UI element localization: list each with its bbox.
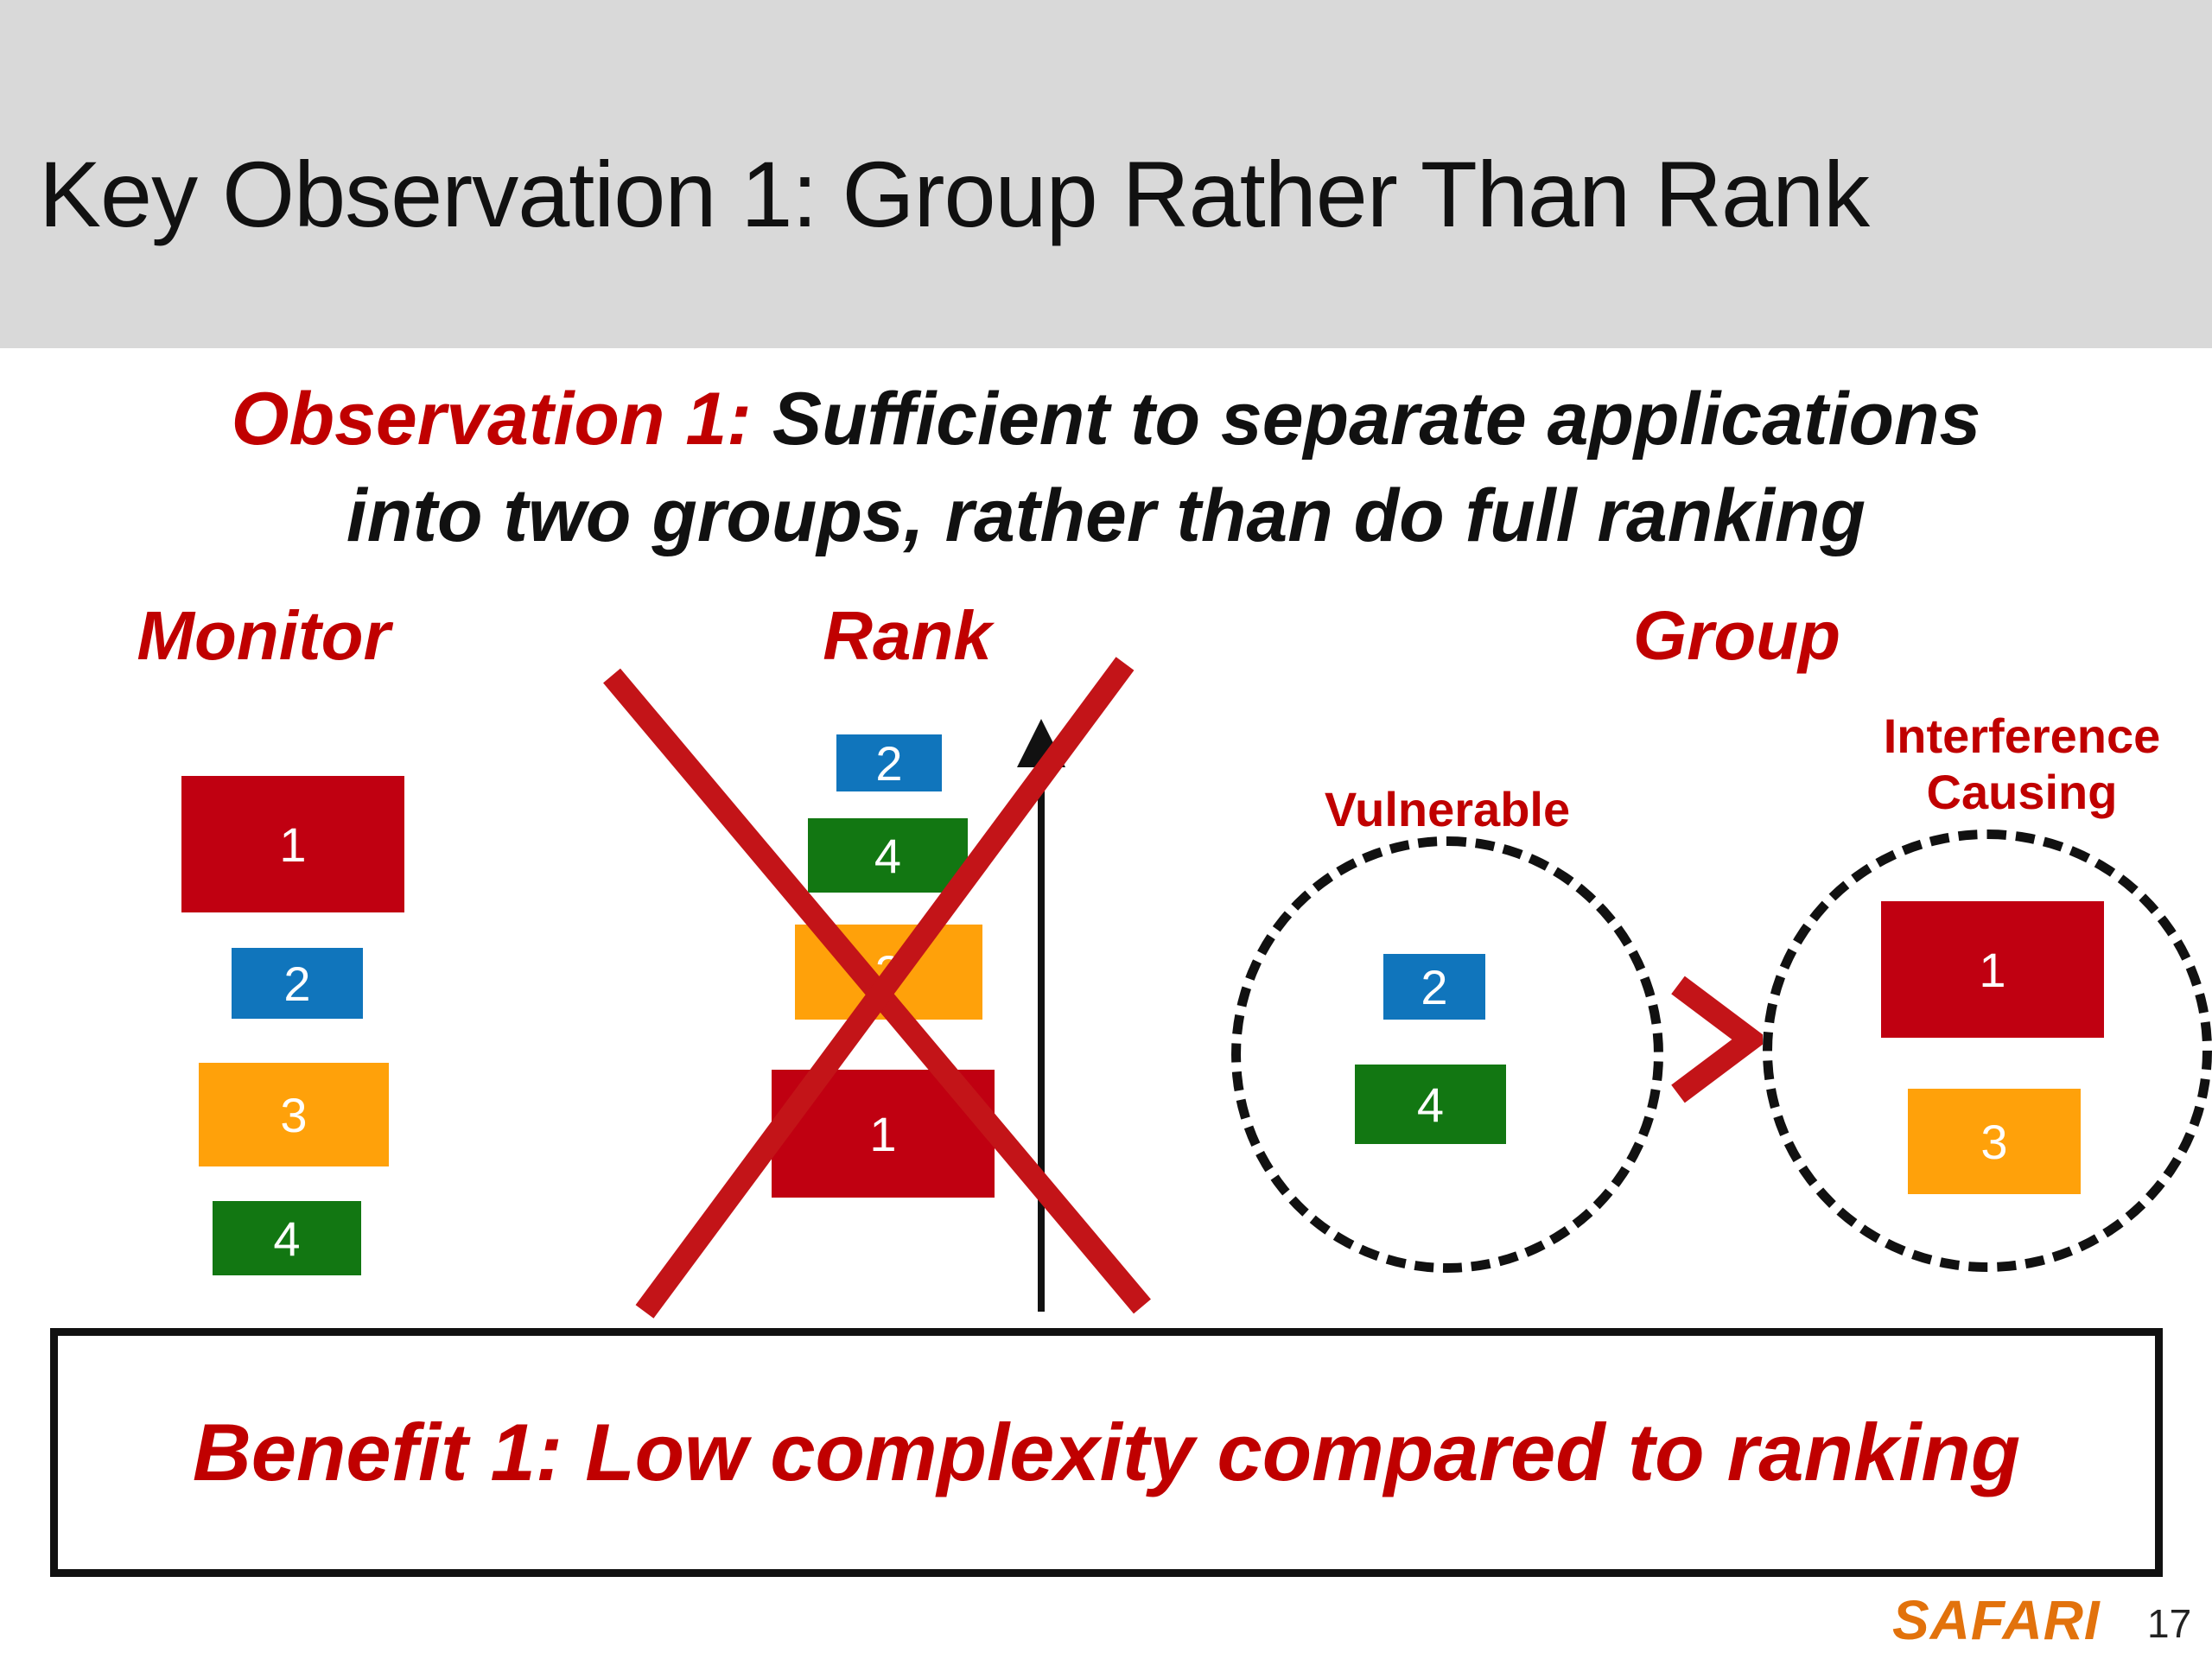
column-heading-monitor: Monitor — [137, 597, 391, 674]
benefit-callout-box: Benefit 1: Low complexity compared to ra… — [50, 1328, 2163, 1577]
monitor-block-3: 3 — [199, 1063, 389, 1166]
monitor-block-2: 2 — [232, 948, 363, 1019]
vulnerable-group-circle — [1231, 836, 1663, 1273]
rank-block-4: 4 — [808, 818, 968, 893]
monitor-block-4: 4 — [213, 1201, 361, 1275]
monitor-block-1: 1 — [181, 776, 404, 912]
red-cross-out-icon — [603, 657, 1151, 1319]
observation-lead-label: Observation 1: — [231, 378, 752, 461]
observation-statement: Observation 1: Sufficient to separate ap… — [0, 372, 2212, 565]
interference-block-3: 3 — [1908, 1089, 2081, 1194]
observation-line-1-rest: Sufficient to separate applications — [751, 378, 1981, 461]
page-number: 17 — [2147, 1601, 2192, 1646]
group-label-interference-line2: Causing — [1926, 764, 2118, 819]
vulnerable-block-2: 2 — [1383, 954, 1485, 1020]
benefit-text: Benefit 1: Low complexity compared to ra… — [192, 1407, 2021, 1497]
greater-than-icon — [1671, 976, 1763, 1103]
vulnerable-block-4: 4 — [1355, 1065, 1506, 1144]
safari-logo: SAFARI — [1892, 1589, 2101, 1651]
slide-header-bar — [0, 0, 2212, 348]
group-label-interference-causing: Interference Causing — [1823, 709, 2212, 821]
interference-block-1: 1 — [1881, 901, 2104, 1038]
column-heading-group: Group — [1633, 597, 1840, 674]
interference-causing-group-circle — [1763, 830, 2212, 1272]
page-title: Key Observation 1: Group Rather Than Ran… — [39, 142, 1870, 246]
observation-line-2: into two groups, rather than do full ran… — [346, 474, 1866, 557]
observation-line-1: Observation 1: Sufficient to separate ap… — [0, 372, 2212, 468]
column-heading-rank: Rank — [823, 597, 992, 674]
group-label-vulnerable: Vulnerable — [1324, 782, 1571, 836]
rank-block-2: 2 — [836, 734, 942, 791]
group-label-interference-line1: Interference — [1883, 709, 2161, 763]
